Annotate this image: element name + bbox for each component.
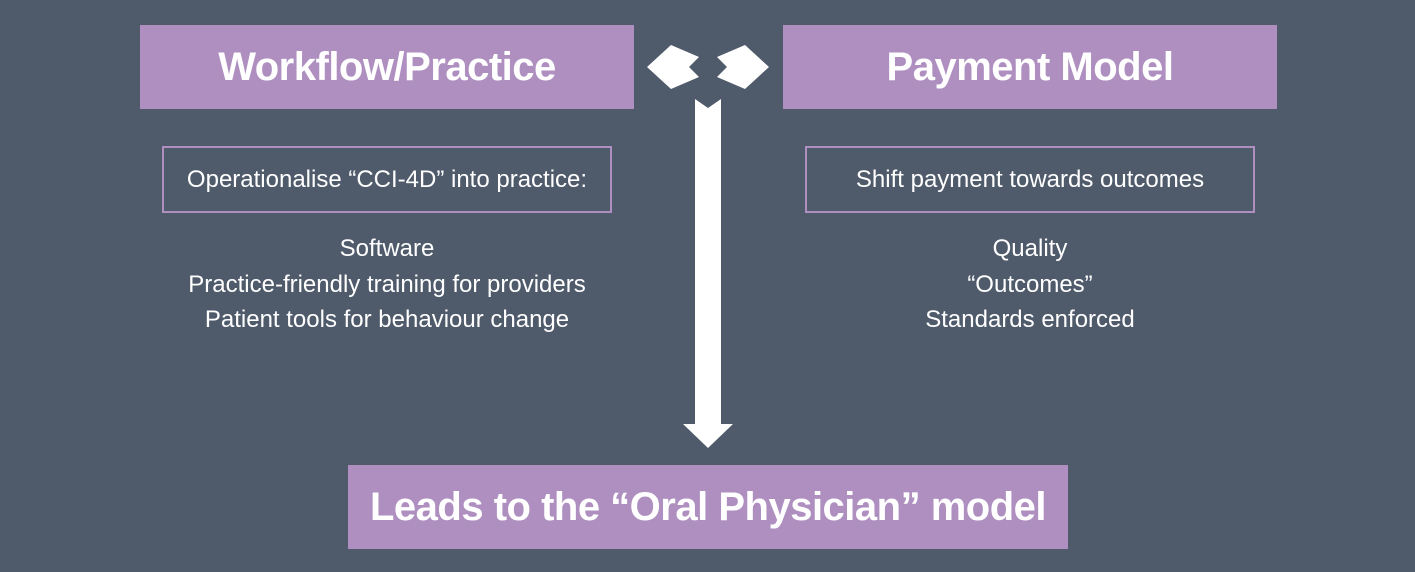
oral-physician-result-box: Leads to the “Oral Physician” model xyxy=(348,465,1068,549)
payment-items-list: Quality “Outcomes” Standards enforced xyxy=(783,231,1277,338)
workflow-practice-header: Workflow/Practice xyxy=(140,25,634,109)
workflow-item-software: Software xyxy=(339,235,435,262)
arrow-down-icon xyxy=(683,99,733,448)
payment-item-outcomes: “Outcomes” xyxy=(967,270,1093,298)
workflow-practice-title: Workflow/Practice xyxy=(218,44,556,89)
payment-subtitle: Shift payment towards outcomes xyxy=(855,165,1205,193)
payment-subtitle-box: Shift payment towards outcomes xyxy=(805,146,1255,213)
payment-model-title: Payment Model xyxy=(886,44,1174,89)
workflow-item-training: Practice-friendly training for providers xyxy=(188,270,586,298)
workflow-items-list: Software Practice-friendly training for … xyxy=(140,231,634,338)
workflow-subtitle: Operationalise “CCI-4D” into practice: xyxy=(186,165,588,193)
payment-item-standards: Standards enforced xyxy=(925,306,1135,333)
payment-model-header: Payment Model xyxy=(783,25,1277,109)
workflow-item-patient-tools: Patient tools for behaviour change xyxy=(204,306,570,333)
arrow-right-icon xyxy=(717,45,769,89)
payment-item-quality: Quality xyxy=(992,235,1068,262)
workflow-subtitle-box: Operationalise “CCI-4D” into practice: xyxy=(162,146,612,213)
oral-physician-result-title: Leads to the “Oral Physician” model xyxy=(369,484,1047,529)
arrow-left-icon xyxy=(647,45,699,89)
